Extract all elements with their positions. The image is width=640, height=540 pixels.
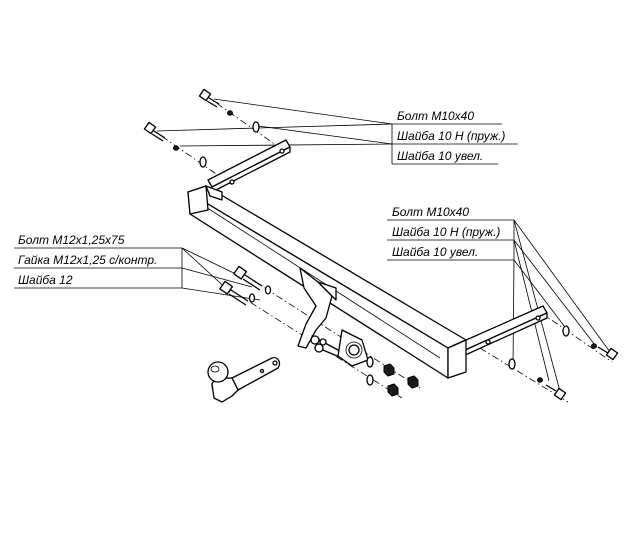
right-fasteners	[508, 325, 619, 401]
label-spring-washer-10-right: Шайба 10 Н (пруж.)	[392, 225, 500, 239]
label-wide-washer-10: Шайба 10 увел.	[397, 149, 483, 163]
tow-ball-neck	[207, 356, 281, 403]
callout-top-right: Болт М10х40 Шайба 10 Н (пруж.) Шайба 10 …	[156, 98, 518, 165]
bolt-top-1	[198, 88, 220, 108]
tow-ball	[207, 361, 229, 383]
label-washer-12: Шайба 12	[18, 273, 73, 287]
bolt-m12-2	[219, 280, 249, 306]
nut-m12-1	[383, 363, 395, 377]
washer-12-d	[366, 374, 374, 386]
wide-washer-top-1	[252, 121, 260, 133]
spring-washer-right-1	[591, 343, 597, 349]
callout-right: Болт М10х40 Шайба 10 Н (пруж.) Шайба 10 …	[387, 205, 611, 396]
center-fasteners	[219, 265, 419, 397]
washer-12-c	[366, 356, 374, 368]
nut-m12-3	[407, 375, 419, 389]
nut-m12-2	[387, 383, 399, 397]
tow-bar-frame	[187, 139, 548, 379]
label-spring-washer-10: Шайба 10 Н (пруж.)	[397, 129, 505, 143]
bolt-top-2	[143, 121, 166, 142]
spring-washer-top-1	[227, 110, 233, 116]
left-mounting-plate	[207, 139, 291, 188]
ball-mount-bracket	[297, 267, 369, 367]
label-bolt-m10: Болт М10х40	[397, 109, 474, 123]
washer-12-b	[264, 285, 272, 295]
washer-12-a	[248, 293, 256, 303]
label-bolt-m10-right: Болт М10х40	[392, 205, 469, 219]
label-wide-washer-10-right: Шайба 10 увел.	[392, 245, 478, 259]
label-nut-m12: Гайка М12х1,25 с/контр.	[18, 253, 157, 267]
spring-washer-right-2	[537, 377, 543, 383]
ball-neck-shaft	[231, 356, 281, 391]
spring-washer-top-2	[173, 145, 179, 151]
label-bolt-m12: Болт М12х1,25х75	[18, 233, 125, 247]
bolt-right-1	[597, 346, 619, 361]
bolt-m12-1	[233, 265, 263, 291]
bolt-right-2	[545, 384, 567, 401]
wide-washer-right-2	[508, 358, 516, 370]
wide-washer-right-1	[562, 325, 570, 337]
top-fasteners	[143, 88, 260, 168]
wide-washer-top-2	[199, 156, 207, 168]
